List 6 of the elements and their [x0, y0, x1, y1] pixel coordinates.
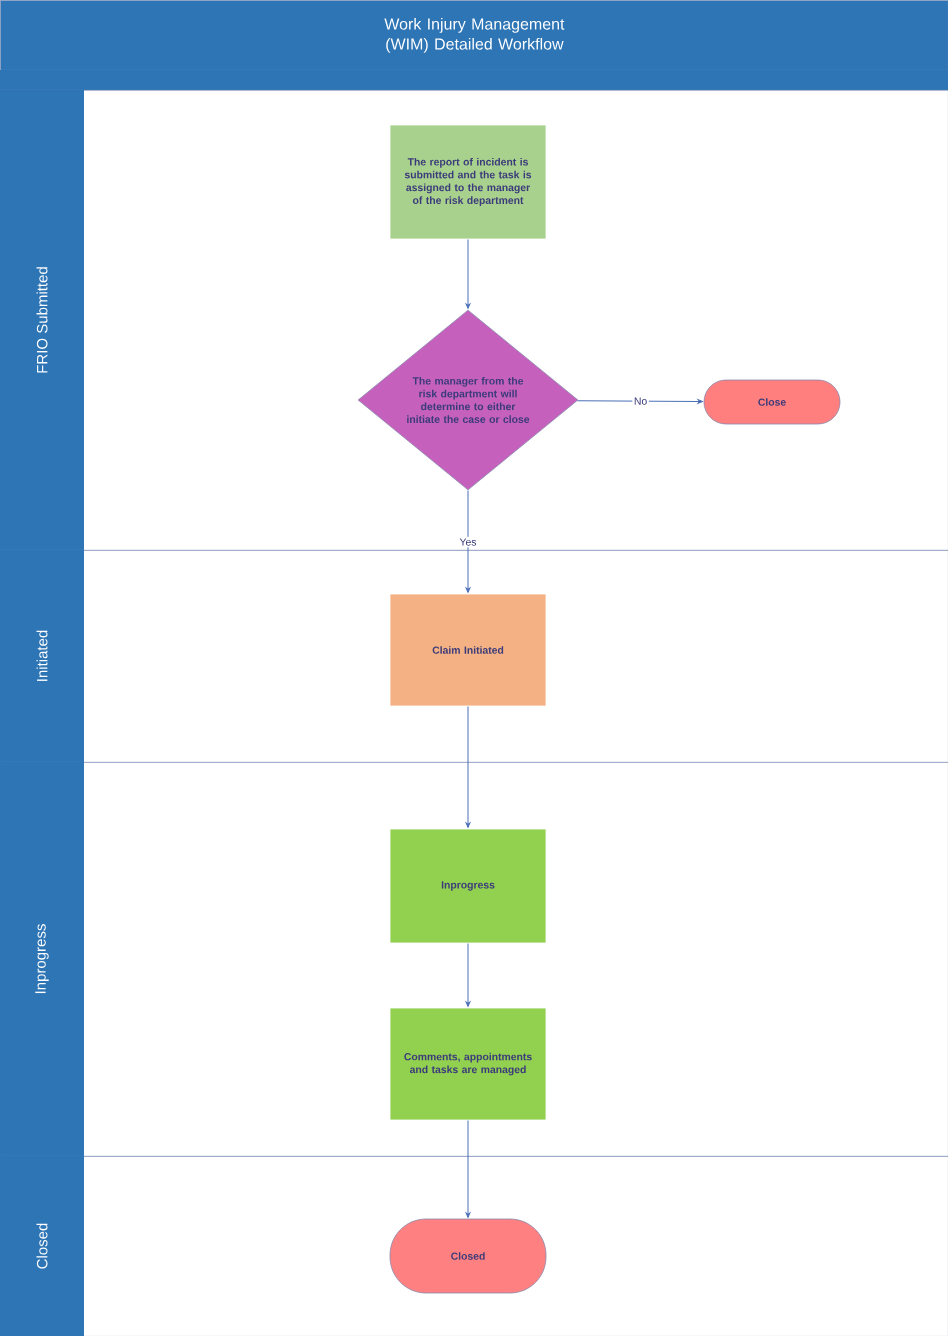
arrow [577, 399, 703, 404]
arrow [465, 238, 471, 309]
arrow [465, 489, 471, 593]
arrow [465, 705, 471, 828]
arrow [465, 1119, 471, 1218]
arrow [465, 942, 471, 1007]
